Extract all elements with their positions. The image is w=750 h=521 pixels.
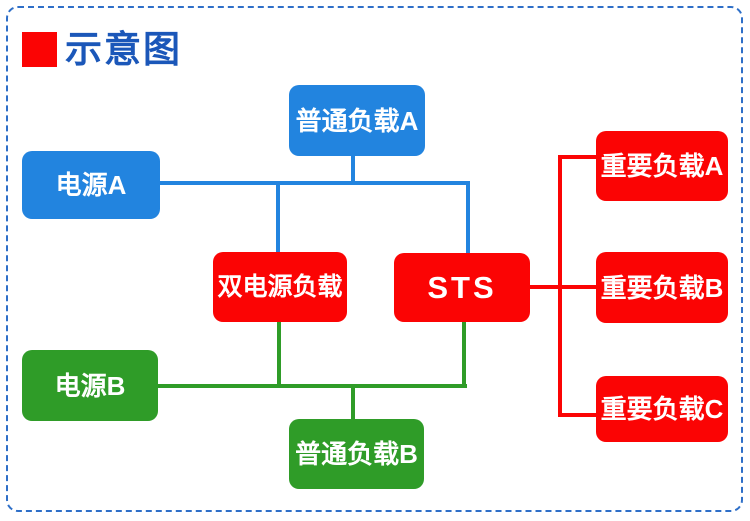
- connector-bus-to-dual-load-top: [276, 181, 280, 254]
- connector-bus-to-normal-load-a: [351, 154, 355, 185]
- node-power-a-label: 电源A: [55, 170, 127, 200]
- node-dual-power-load-label: 双电源负载: [217, 272, 343, 301]
- connector-sts-bottom-to-bus: [462, 320, 466, 388]
- node-power-b: 电源B: [22, 350, 158, 421]
- node-important-load-c: 重要负载C: [596, 376, 728, 442]
- node-important-load-c-label: 重要负载C: [600, 394, 724, 424]
- node-normal-load-b-label: 普通负载B: [295, 439, 418, 469]
- node-important-load-a-label: 重要负载A: [600, 151, 724, 181]
- node-important-load-a: 重要负载A: [596, 131, 728, 201]
- connector-dual-load-bottom-to-bus: [277, 320, 281, 388]
- title-bullet-square: [22, 32, 57, 67]
- node-important-load-b-label: 重要负载B: [600, 272, 724, 303]
- node-power-b-label: 电源B: [54, 370, 126, 401]
- node-normal-load-a: 普通负载A: [289, 85, 425, 156]
- node-dual-power-load: 双电源负载: [213, 252, 347, 322]
- connector-bus-to-sts-top: [466, 181, 470, 255]
- connector-trunk-to-imp-load-a: [558, 155, 598, 159]
- node-sts-label: STS: [427, 270, 497, 305]
- node-normal-load-a-label: 普通负载A: [295, 105, 419, 136]
- connector-sts-to-imp-load-b: [528, 285, 598, 289]
- node-important-load-b: 重要负载B: [596, 252, 728, 323]
- connector-power-a-bus: [158, 181, 470, 185]
- node-normal-load-b: 普通负载B: [289, 419, 424, 489]
- title-text: 示意图: [65, 29, 182, 70]
- connector-imp-load-trunk: [558, 155, 562, 417]
- node-power-a: 电源A: [22, 151, 160, 219]
- connector-power-b-bus: [156, 384, 467, 388]
- node-sts: STS: [394, 253, 530, 322]
- connector-trunk-to-imp-load-c: [558, 413, 598, 417]
- connector-bus-to-normal-load-b: [351, 384, 355, 421]
- diagram-title: 示意图: [22, 31, 182, 68]
